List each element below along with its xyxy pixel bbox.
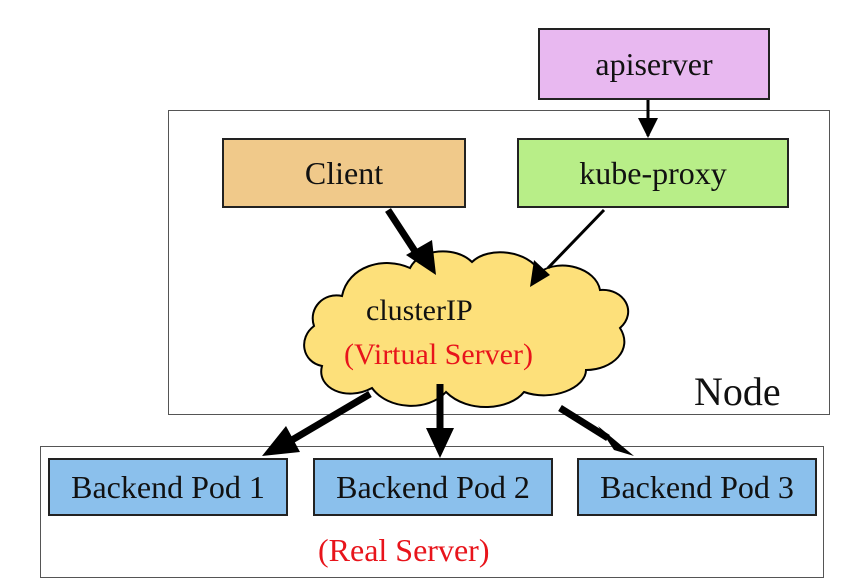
cluster-ip-cloud: [303, 250, 630, 408]
cluster-ip-sublabel: (Virtual Server): [344, 338, 533, 371]
apiserver-box: apiserver: [538, 28, 770, 100]
apiserver-label: apiserver: [595, 45, 713, 82]
arrow-cluster-ip-to-pod-3: [558, 405, 610, 441]
arrowhead-client-to-cluster-ip: [406, 240, 436, 275]
backend-pod-3-label: Backend Pod 3: [600, 468, 794, 505]
backend-pod-1-box: Backend Pod 1: [48, 458, 288, 516]
backend-pod-3-box: Backend Pod 3: [577, 458, 817, 516]
arrowhead-cluster-ip-to-pod-2: [426, 428, 454, 458]
client-label: Client: [304, 154, 384, 191]
arrowhead-apiserver-to-kube-proxy: [638, 118, 658, 138]
arrowhead-cluster-ip-to-pod-3: [598, 426, 634, 456]
backend-pod-2-box: Backend Pod 2: [313, 458, 553, 516]
client-box: Client: [222, 138, 466, 208]
backend-pod-2-label: Backend Pod 2: [336, 468, 530, 505]
backend-pod-1-label: Backend Pod 1: [71, 468, 265, 505]
node-container: [168, 110, 830, 415]
real-server-caption: (Real Server): [318, 532, 490, 568]
cluster-ip-label: clusterIP: [366, 294, 473, 327]
node-group-label: Node: [694, 369, 781, 414]
arrowhead-kube-proxy-to-cluster-ip: [530, 260, 550, 287]
arrow-cluster-ip-to-pod-1: [290, 390, 372, 444]
backend-container: [40, 446, 824, 578]
arrowhead-cluster-ip-to-pod-1: [262, 426, 300, 456]
kube-proxy-box: kube-proxy: [517, 138, 789, 208]
arrow-kube-proxy-to-cluster-ip: [546, 208, 606, 270]
kube-proxy-label: kube-proxy: [579, 154, 727, 191]
